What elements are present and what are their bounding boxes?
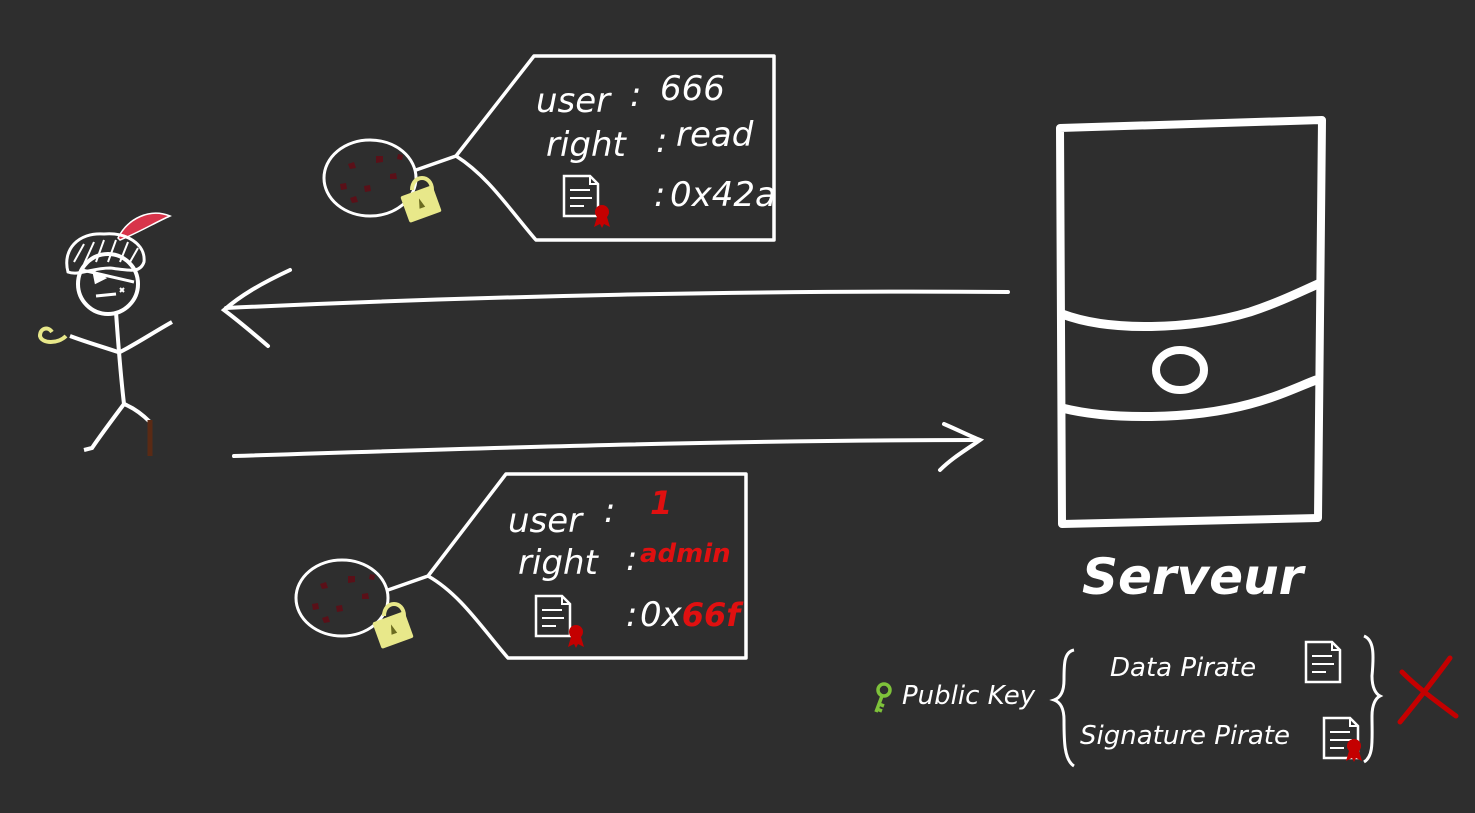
user-value: 1 [650,484,672,522]
request-arrow [232,422,985,472]
lock-icon [370,602,416,651]
legit-token: user : 666 right : read : 0x42a [322,54,776,242]
seal-icon [1346,739,1362,762]
right-brace [1363,634,1384,764]
hook-icon [37,326,68,344]
public-key-label: Public Key [902,681,1036,711]
colon: : [654,175,665,215]
right-value: admin [640,539,731,569]
document-icon [562,174,600,218]
server-icon [1056,116,1326,528]
token-callout [387,472,748,660]
pirate-left-arm [69,334,119,354]
colon: : [604,491,615,531]
right-label: right [518,543,600,583]
signature-value-forged: 66f [682,596,745,634]
user-label: user [508,501,584,541]
lock-icon [398,176,444,225]
cookie-icon [322,138,418,218]
response-arrow [220,268,1010,348]
left-brace [1049,648,1075,768]
signature-value-prefix: 0x [640,595,683,635]
key-icon [874,682,892,713]
pirate-right-leg [123,402,152,424]
verification-block: Public Key Data Pirate Signature Pirate [874,634,1459,768]
pirate-feather [117,212,172,241]
document-icon [534,594,572,638]
right-value: read [676,115,754,155]
pirate-head [76,252,140,316]
signature-value: 0x66f [640,595,744,635]
pirate-figure [37,212,173,456]
colon: : [630,75,641,115]
document-icon [1304,640,1342,684]
right-label: right [546,125,628,165]
colon: : [656,121,667,161]
pirate-body [114,311,126,405]
pirate-hat [65,232,146,275]
pirate-right-arm [119,320,173,354]
signature-value: 0x42a [670,175,776,215]
eyepatch-icon [81,268,135,285]
colon: : [626,595,637,635]
forged-token: user : 1 right : admin : 0x66f [294,472,748,660]
signature-pirate-label: Signature Pirate [1080,721,1290,751]
user-value: 666 [660,69,725,109]
token-callout [415,54,776,242]
server-label: Serveur [1082,548,1307,606]
colon: : [626,539,637,579]
data-pirate-label: Data Pirate [1110,653,1256,683]
user-label: user [536,81,612,121]
red-cross-icon [1397,655,1459,725]
pirate-left-leg [83,402,126,452]
